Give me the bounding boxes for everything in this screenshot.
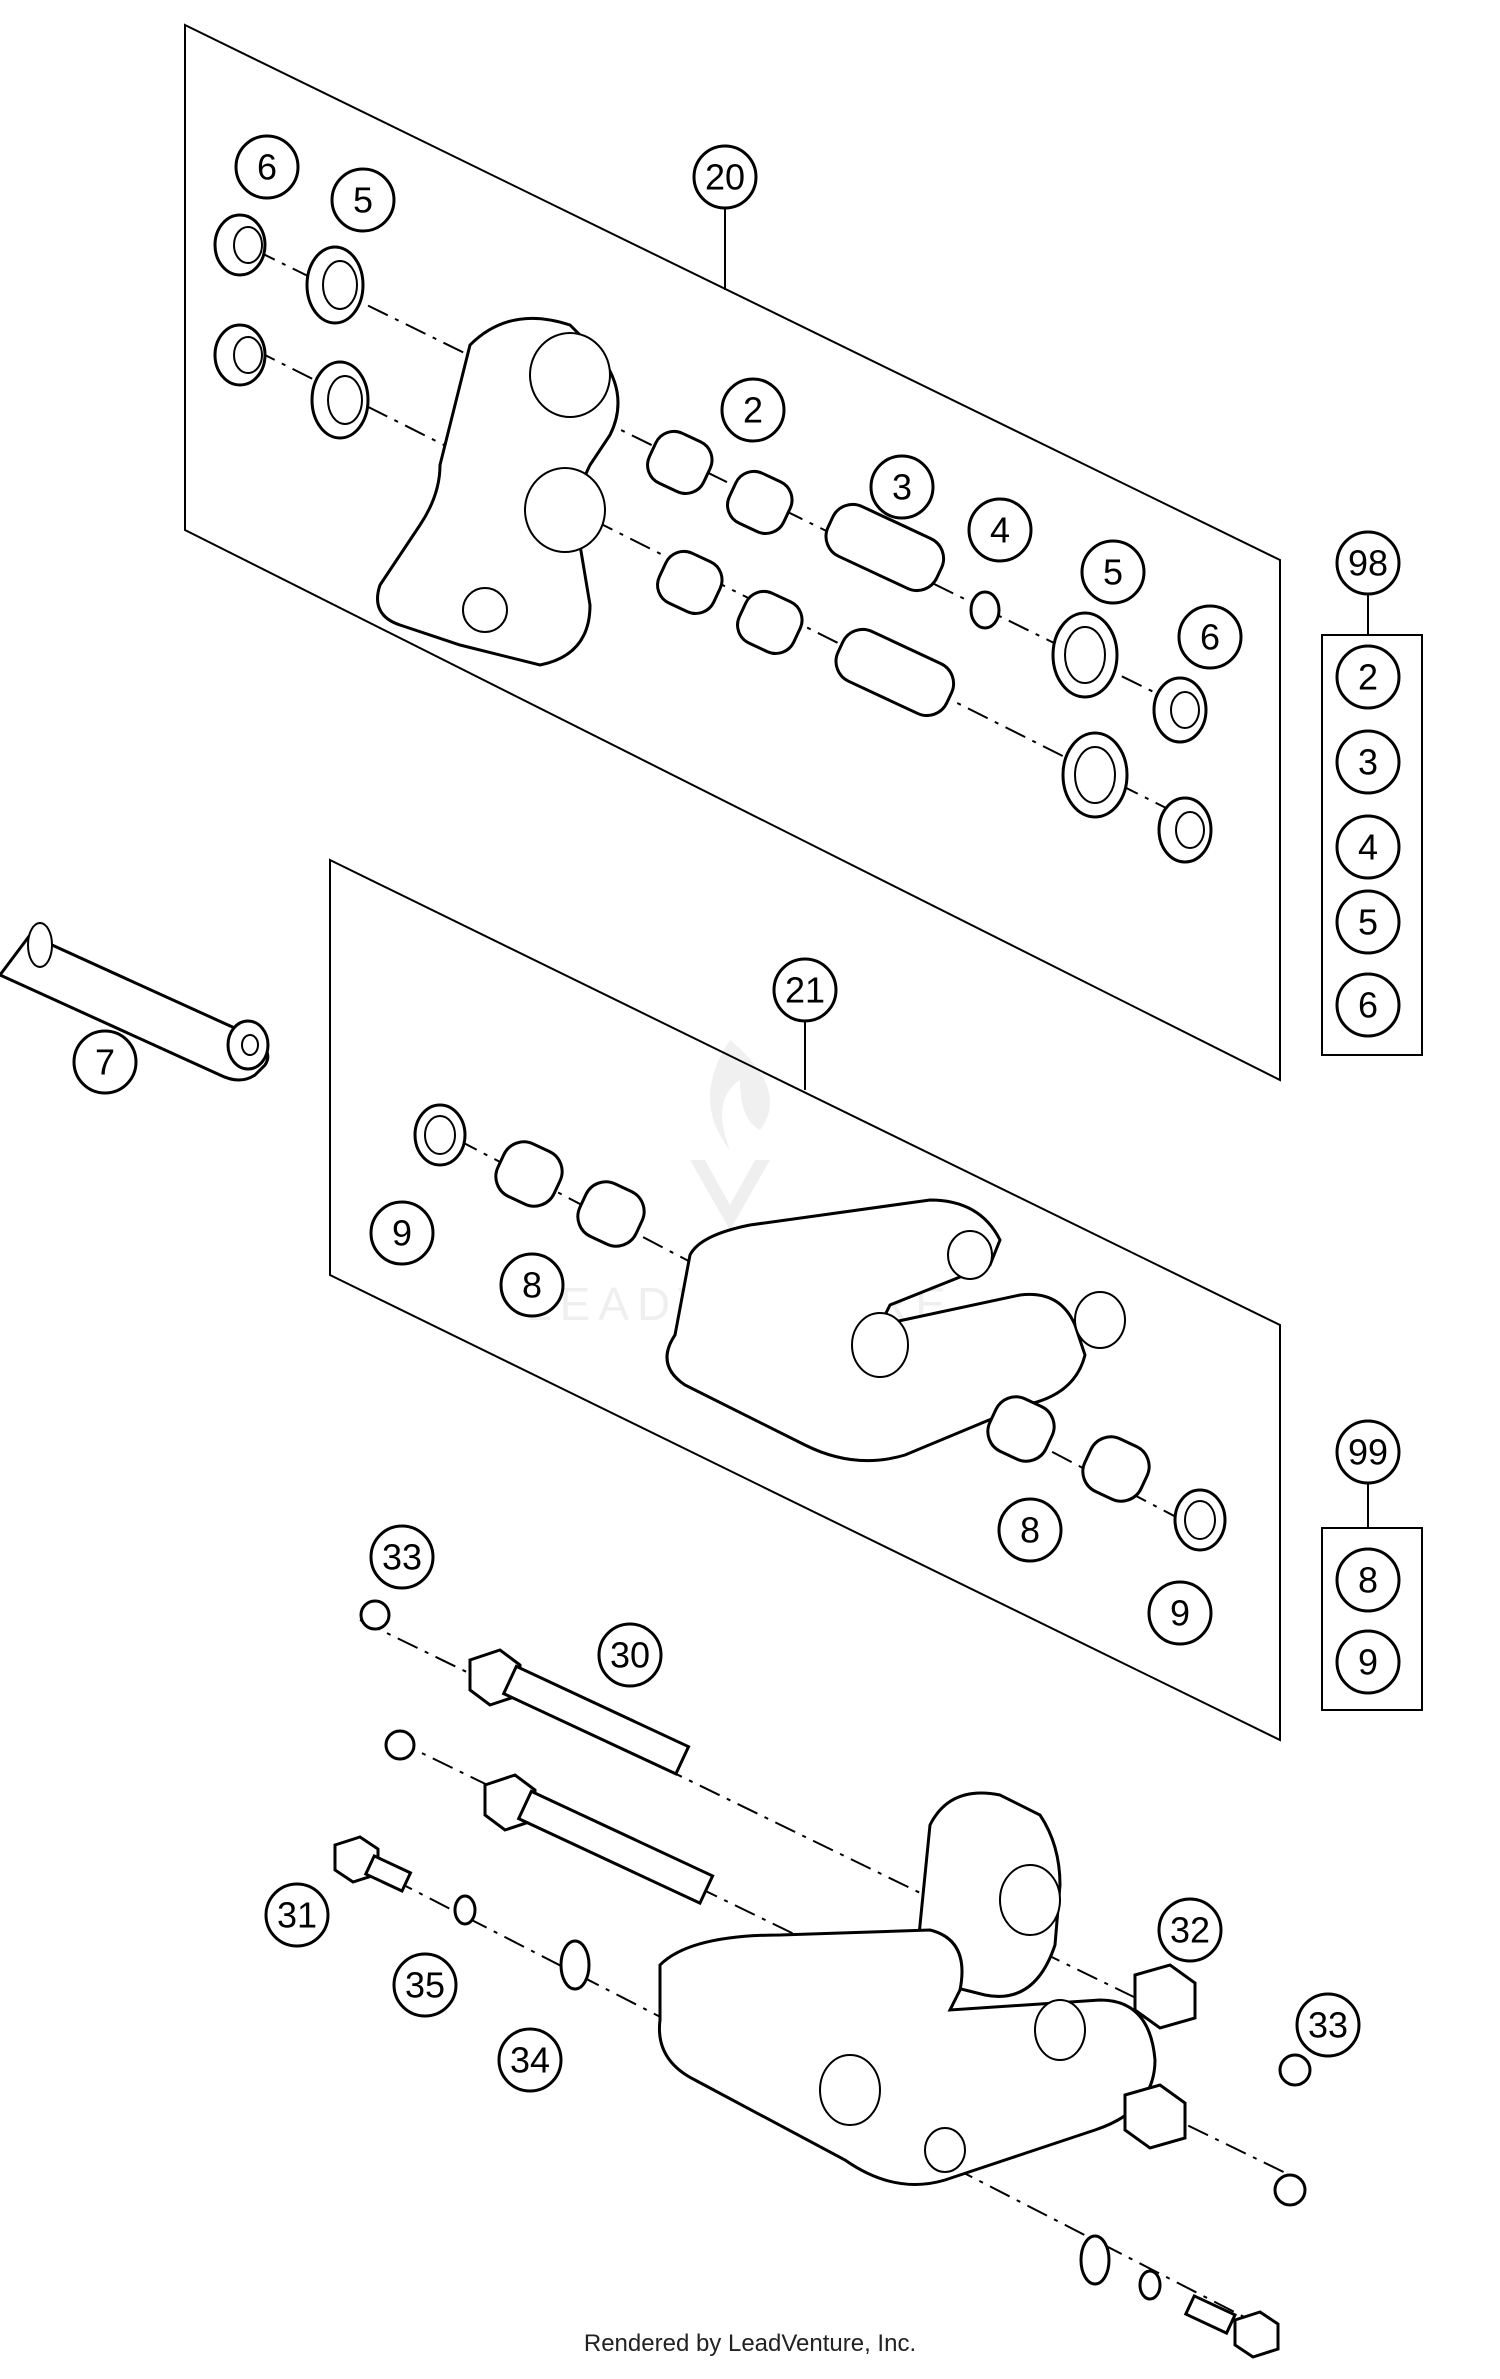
callout-2[interactable]: 2 [720,377,786,443]
callout-34-label: 34 [510,2040,550,2081]
callout-33-right[interactable]: 33 [1295,1992,1361,2058]
callout-9-right-label: 9 [1170,1593,1190,1634]
callout-8[interactable]: 8 [499,1252,565,1318]
kit-21-frame [329,858,1281,1742]
kit-98-item-5[interactable]: 5 [1335,889,1401,955]
callout-6-right[interactable]: 6 [1177,604,1243,670]
washer-34-part [559,1939,591,1991]
kit-98-item-3[interactable]: 3 [1335,729,1401,795]
callout-2-label: 2 [743,390,763,431]
bearing-2-part [646,429,804,655]
callout-21-label: 21 [785,970,825,1011]
kit-99-item-8-label: 8 [1358,1560,1378,1601]
kit-98-item-2-label: 2 [1358,657,1378,698]
callout-3-label: 3 [892,467,912,508]
callout-9[interactable]: 9 [369,1200,435,1266]
washer-34-lower-part [1079,2234,1111,2286]
callout-20[interactable]: 20 [692,144,758,210]
callout-33-right-label: 33 [1308,2005,1348,2046]
callout-98[interactable]: 98 [1335,530,1401,596]
callout-4-label: 4 [990,510,1010,551]
ring-5-part [305,245,370,440]
callout-35-label: 35 [405,1965,445,2006]
kit-99-item-9[interactable]: 9 [1335,1629,1401,1695]
callout-8-right[interactable]: 8 [997,1497,1063,1563]
callout-5-right-label: 5 [1103,552,1123,593]
callout-7-label: 7 [95,1042,115,1083]
link-rod-part [376,316,620,667]
callout-6-right-label: 6 [1200,617,1220,658]
kit-20-frame [184,23,1281,1082]
kit-98-item-3-label: 3 [1358,742,1378,783]
callout-9-label: 9 [392,1213,412,1254]
callout-21[interactable]: 21 [772,957,838,1023]
callout-8-right-label: 8 [1020,1510,1040,1551]
callout-30[interactable]: 30 [597,1622,663,1688]
circlip-35-lower-part [1138,2269,1162,2301]
ring-5-right-part [1051,611,1129,819]
callout-8-label: 8 [522,1265,542,1306]
rocker-part [665,1198,1126,1463]
callout-34[interactable]: 34 [497,2027,563,2093]
callout-5-label: 5 [353,180,373,221]
plug-33-right-part [1273,2053,1312,2207]
bearing-8-part [494,1140,1151,1503]
pin-7-part [0,922,270,1082]
callout-35[interactable]: 35 [392,1952,458,2018]
callout-33-label: 33 [382,1537,422,1578]
ring-9-part [413,1103,1227,1552]
kit-98-item-4-label: 4 [1358,827,1378,868]
axis-line [254,249,1171,701]
callout-33[interactable]: 33 [369,1524,435,1590]
circlip-4-part [969,590,1001,630]
circlip-35-part [453,1894,477,1926]
callout-9-right[interactable]: 9 [1147,1580,1213,1646]
footer-credit: Rendered by LeadVenture, Inc. [583,2330,917,2357]
callout-31-label: 31 [277,1895,317,1936]
kit-98-item-6-label: 6 [1358,985,1378,1026]
kit-98-item-5-label: 5 [1358,902,1378,943]
callout-5-right[interactable]: 5 [1080,539,1146,605]
kit-99-item-9-label: 9 [1358,1642,1378,1683]
callout-32-label: 32 [1170,1910,1210,1951]
callout-4[interactable]: 4 [967,497,1033,563]
sleeve-3-part [824,502,956,717]
kit-98-item-6[interactable]: 6 [1335,972,1401,1038]
callout-30-label: 30 [610,1635,650,1676]
callout-31[interactable]: 31 [264,1882,330,1948]
plug-33-part [359,1599,416,1761]
callout-3[interactable]: 3 [869,454,935,520]
kit-98-item-4[interactable]: 4 [1335,814,1401,880]
callout-99-label: 99 [1348,1432,1388,1473]
assembled-link-part [657,1791,1157,2186]
bolt-30-part [468,1648,715,1906]
callout-32[interactable]: 32 [1157,1897,1223,1963]
kit-99-item-8[interactable]: 8 [1335,1547,1401,1613]
bolt-31-lower-part [1183,2293,1280,2359]
seal-6-right-part [1152,676,1213,864]
callout-5[interactable]: 5 [330,167,396,233]
callout-6[interactable]: 6 [234,134,300,200]
kit-98-item-2[interactable]: 2 [1335,644,1401,710]
seal-6-part [213,213,267,387]
callout-98-label: 98 [1348,543,1388,584]
callout-7[interactable]: 7 [72,1029,138,1095]
callout-20-label: 20 [705,157,745,198]
bolt-31-part [333,1835,413,1893]
callout-6-label: 6 [257,147,277,188]
nut-32-part [1123,1963,1197,2150]
callout-99[interactable]: 99 [1335,1419,1401,1485]
